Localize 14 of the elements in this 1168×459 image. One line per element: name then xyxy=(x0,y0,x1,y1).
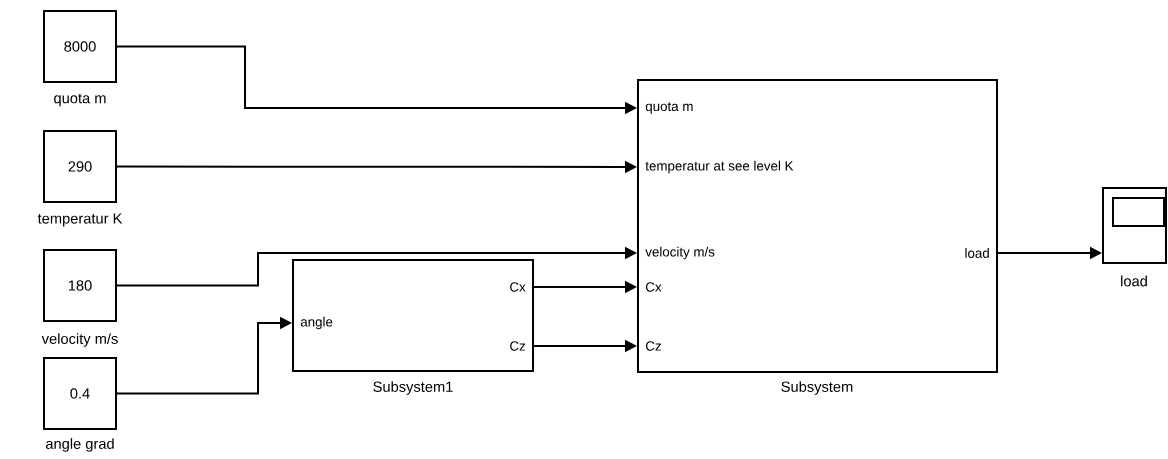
block-label: load xyxy=(1121,275,1147,287)
block-label: Subsystem1 xyxy=(373,381,453,395)
constant-block: 290 xyxy=(43,130,117,203)
subsystem-block: angle Cx Cz xyxy=(292,259,534,372)
block-label: temperatur K xyxy=(37,213,123,227)
constant-block: 180 xyxy=(43,249,117,322)
block-label: Subsystem xyxy=(781,381,853,395)
block-label: velocity m/s xyxy=(41,333,118,347)
subsystem-block: quota m temperatur at see level K velocity m/s Cx Cz load xyxy=(637,79,998,373)
block-label: quota m xyxy=(54,93,106,107)
scope-block xyxy=(1102,187,1167,264)
block-label: angle grad xyxy=(46,438,114,452)
constant-block: 8000 xyxy=(43,10,117,83)
constant-block: 0.4 xyxy=(43,357,117,430)
